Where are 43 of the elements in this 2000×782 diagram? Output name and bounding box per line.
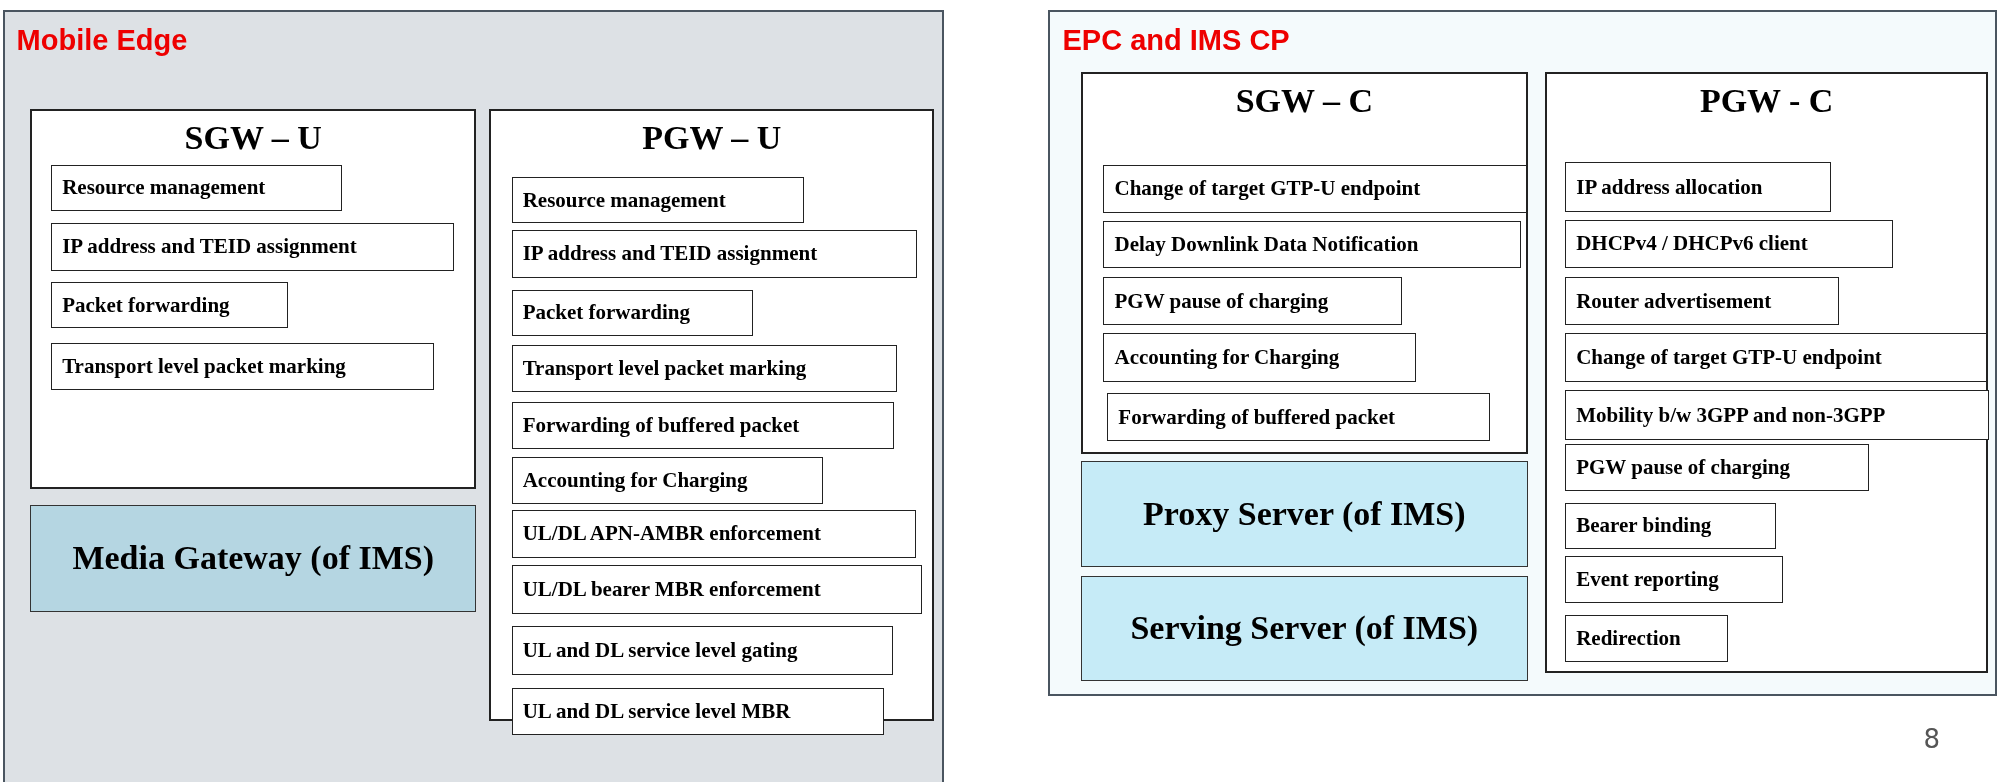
group-title: SGW – U bbox=[183, 119, 323, 158]
panel-title: EPC and IMS CP bbox=[1062, 24, 1290, 58]
function-box: Transport level packet marking bbox=[51, 343, 434, 391]
group-title: PGW - C bbox=[1698, 82, 1835, 121]
panel-title: Mobile Edge bbox=[16, 24, 188, 58]
server-box: Media Gateway (of IMS) bbox=[30, 504, 477, 612]
function-box: Resource management bbox=[511, 177, 804, 224]
function-box: Packet forwarding bbox=[511, 289, 753, 336]
function-box: Accounting for Charging bbox=[1103, 333, 1416, 382]
function-group-box bbox=[1545, 72, 1988, 673]
function-group-box bbox=[30, 109, 477, 490]
function-box: UL and DL service level gating bbox=[511, 626, 893, 675]
function-box: IP address allocation bbox=[1565, 162, 1831, 212]
server-box: Proxy Server (of IMS) bbox=[1081, 461, 1528, 568]
function-box: Accounting for Charging bbox=[511, 456, 823, 504]
function-box: IP address and TEID assignment bbox=[511, 229, 918, 279]
function-box: DHCPv4 / DHCPv6 client bbox=[1565, 219, 1893, 268]
function-box: Delay Downlink Data Notification bbox=[1103, 220, 1521, 268]
function-box: Mobility b/w 3GPP and non-3GPP bbox=[1565, 390, 1989, 441]
function-box: PGW pause of charging bbox=[1103, 276, 1402, 326]
function-box: UL/DL bearer MBR enforcement bbox=[511, 565, 923, 614]
function-box: PGW pause of charging bbox=[1565, 444, 1869, 492]
function-box: Forwarding of buffered packet bbox=[511, 401, 895, 450]
function-box: Change of target GTP-U endpoint bbox=[1565, 333, 1988, 382]
function-box: Forwarding of buffered packet bbox=[1107, 393, 1490, 442]
function-box: Redirection bbox=[1565, 614, 1729, 663]
group-panel bbox=[2, 10, 944, 782]
function-group-box bbox=[1081, 72, 1528, 454]
function-box: Transport level packet marking bbox=[511, 344, 897, 392]
page-number: 8 bbox=[1923, 724, 1940, 755]
group-title: SGW – C bbox=[1234, 82, 1374, 121]
group-panel bbox=[1048, 10, 1998, 697]
function-box: UL/DL APN-AMBR enforcement bbox=[511, 510, 916, 558]
function-box: Bearer binding bbox=[1565, 502, 1776, 549]
group-title: PGW – U bbox=[641, 119, 783, 158]
function-box: UL and DL service level MBR bbox=[511, 687, 885, 735]
function-box: Router advertisement bbox=[1565, 276, 1840, 326]
server-box: Serving Server (of IMS) bbox=[1081, 575, 1528, 681]
function-box: Change of target GTP-U endpoint bbox=[1103, 164, 1527, 214]
function-box: Resource management bbox=[51, 164, 342, 211]
function-box: Packet forwarding bbox=[51, 282, 289, 328]
function-box: Event reporting bbox=[1565, 556, 1784, 604]
function-box: IP address and TEID assignment bbox=[51, 223, 455, 271]
